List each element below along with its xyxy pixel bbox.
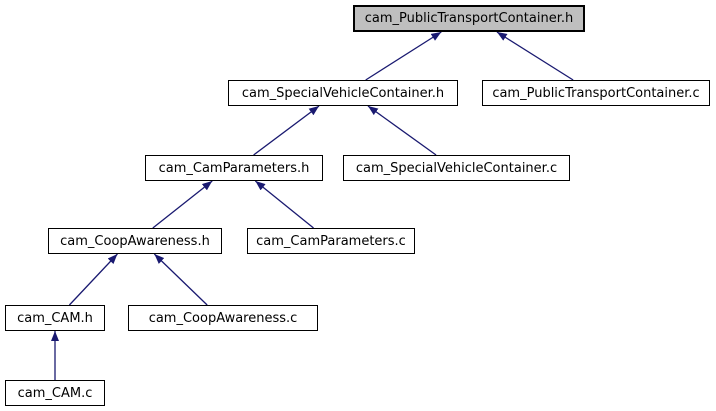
dependency-arrows bbox=[51, 31, 574, 380]
node-cam-coop-awareness-c[interactable]: cam_CoopAwareness.c bbox=[128, 305, 318, 331]
node-cam-cam-parameters-c[interactable]: cam_CamParameters.c bbox=[247, 228, 415, 254]
node-cam-coop-awareness-h[interactable]: cam_CoopAwareness.h bbox=[48, 228, 222, 254]
node-cam-public-transport-container-h[interactable]: cam_PublicTransportContainer.h bbox=[353, 5, 585, 32]
node-cam-special-vehicle-container-h[interactable]: cam_SpecialVehicleContainer.h bbox=[228, 80, 458, 106]
node-cam-cam-parameters-h[interactable]: cam_CamParameters.h bbox=[145, 155, 323, 181]
node-cam-cam-c[interactable]: cam_CAM.c bbox=[5, 380, 105, 406]
node-cam-cam-h[interactable]: cam_CAM.h bbox=[5, 305, 105, 331]
node-cam-special-vehicle-container-c[interactable]: cam_SpecialVehicleContainer.c bbox=[343, 155, 570, 181]
node-cam-public-transport-container-c[interactable]: cam_PublicTransportContainer.c bbox=[482, 80, 710, 106]
